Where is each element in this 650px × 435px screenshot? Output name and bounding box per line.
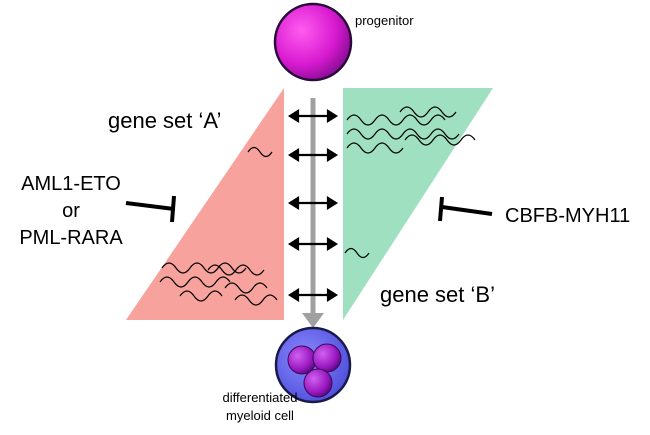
differentiated-label-line2: myeloid cell: [226, 408, 294, 423]
differentiation-arrow-head: [302, 313, 324, 328]
double-arrow-3: [287, 196, 339, 210]
cbfb-myh11-label: CBFB-MYH11: [505, 205, 630, 227]
pml-rara-label: PML-RARA: [19, 227, 123, 249]
differentiated-label-line1: differentiated: [223, 390, 298, 405]
inhibition-symbol-right: [438, 196, 493, 222]
double-arrow-4: [287, 237, 339, 251]
differentiated-cell-nuclei: [287, 343, 342, 398]
double-arrow-5: [287, 288, 339, 302]
progenitor-label: progenitor: [355, 13, 414, 28]
double-arrows: [287, 109, 339, 302]
gene-set-b-squiggles: [344, 106, 476, 259]
or-label: or: [62, 200, 80, 222]
double-arrow-2: [287, 148, 339, 162]
progenitor-cell: [273, 2, 353, 82]
gene-set-a-label: gene set ‘A’: [108, 108, 221, 133]
gene-set-b-label: gene set ‘B’: [380, 282, 495, 307]
inhibition-symbol-left: [125, 195, 176, 223]
gene-set-a-squiggles: [159, 146, 278, 306]
gene-set-b-triangle: [343, 88, 493, 320]
gene-set-a-triangle: [126, 88, 284, 320]
double-arrow-1: [287, 109, 339, 123]
aml1-eto-label: AML1-ETO: [21, 173, 121, 195]
